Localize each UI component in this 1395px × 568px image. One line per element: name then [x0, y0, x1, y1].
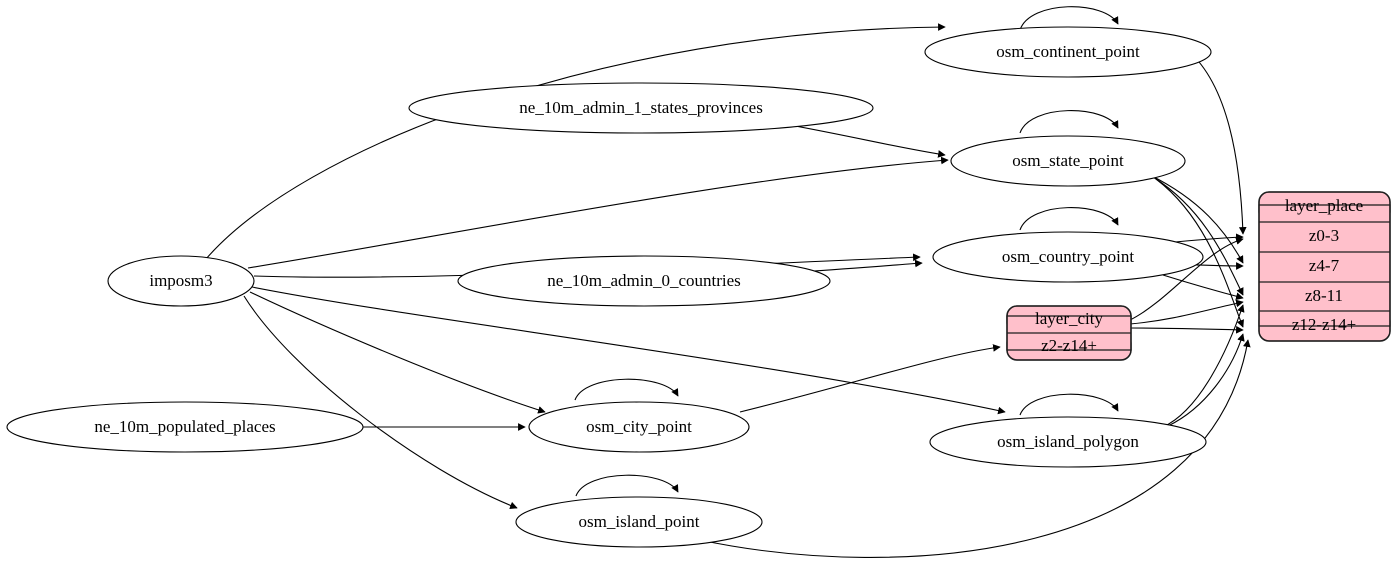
edge-layer_city-to-layer_place-z12-z14 — [1129, 325, 1244, 334]
node-layer_place[interactable]: layer_place z0-3 z4-7 z8-11 z12-z14+ — [1258, 191, 1391, 342]
node-label: osm_island_point — [579, 512, 700, 531]
edge-imposm3-to-osm_city_point — [249, 291, 546, 414]
edge-imposm3-to-osm_island_polygon — [251, 286, 1006, 415]
node-osm_state_point[interactable]: osm_state_point — [950, 135, 1186, 187]
self-loop-osm_island_point — [575, 474, 679, 497]
self-loop-osm_continent_point — [1019, 6, 1119, 31]
node-ne_10m_admin_1_states_provinces[interactable]: ne_10m_admin_1_states_provinces — [408, 82, 874, 134]
layer-place-row-3: z12-z14+ — [1292, 315, 1356, 334]
node-label: osm_country_point — [1002, 247, 1134, 266]
node-label: osm_continent_point — [996, 42, 1140, 61]
node-imposm3[interactable]: imposm3 — [107, 255, 255, 307]
layer-city-title: layer_city — [1035, 309, 1103, 328]
edge-osm_country_point-to-layer_place-z8-11 — [1162, 274, 1244, 300]
edge-ne_states-to-osm_state_point — [789, 124, 946, 158]
layer-place-title: layer_place — [1285, 196, 1363, 215]
edge-layer_city-to-layer_place-z8-11 — [1129, 299, 1244, 325]
node-osm_continent_point[interactable]: osm_continent_point — [924, 26, 1212, 78]
edge-layer_city-to-layer_place-z0-3 — [1129, 237, 1244, 321]
edge-layer — [205, 6, 1251, 558]
node-ne_10m_admin_0_countries[interactable]: ne_10m_admin_0_countries — [457, 255, 831, 307]
edge-osm_island_polygon-to-layer_place-z12-z14 — [1167, 333, 1245, 427]
edge-osm_island_polygon-to-layer_place-z8-11 — [1162, 304, 1245, 428]
node-osm_country_point[interactable]: osm_country_point — [932, 231, 1204, 283]
edge-imposm3-to-osm_island_point — [243, 295, 518, 510]
edge-imposm3-to-osm_continent_point — [205, 23, 946, 260]
node-osm_island_polygon[interactable]: osm_island_polygon — [929, 416, 1207, 468]
node-osm_city_point[interactable]: osm_city_point — [528, 401, 750, 453]
node-label: imposm3 — [149, 271, 212, 290]
node-label: ne_10m_populated_places — [94, 417, 275, 436]
node-ne_10m_populated_places[interactable]: ne_10m_populated_places — [6, 401, 364, 453]
node-label: ne_10m_admin_0_countries — [547, 271, 741, 290]
self-loop-osm_island_polygon — [1019, 393, 1119, 416]
layer-place-row-2: z8-11 — [1305, 286, 1343, 305]
node-layer_city[interactable]: layer_city z2-z14+ — [1006, 305, 1132, 361]
edge-osm_continent_point-to-layer_place-z0-3 — [1184, 47, 1247, 235]
edge-osm_island_point-to-layer_place-z12-z14 — [699, 339, 1251, 558]
layer-place-row-0: z0-3 — [1309, 226, 1339, 245]
node-label: osm_state_point — [1012, 151, 1124, 170]
node-label: ne_10m_admin_1_states_provinces — [519, 98, 763, 117]
self-loop-osm_city_point — [574, 378, 679, 401]
self-loop-osm_state_point — [1019, 110, 1119, 134]
edge-osm_state_point-to-layer_place-z8-11 — [1152, 176, 1244, 296]
layer-place-row-1: z4-7 — [1309, 256, 1340, 275]
node-label: osm_city_point — [586, 417, 692, 436]
edge-imposm3-to-osm_state_point — [247, 156, 949, 269]
node-label: osm_island_polygon — [997, 432, 1139, 451]
edge-osm_city_point-to-layer_city — [739, 344, 1001, 413]
self-loop-osm_country_point — [1019, 207, 1119, 231]
edge-osm_state_point-to-layer_place-z4-7 — [1149, 174, 1244, 264]
node-osm_island_point[interactable]: osm_island_point — [515, 496, 763, 548]
edge-ne_countries-to-osm_country_point — [799, 259, 923, 273]
layer-city-row-0: z2-z14+ — [1041, 336, 1097, 355]
